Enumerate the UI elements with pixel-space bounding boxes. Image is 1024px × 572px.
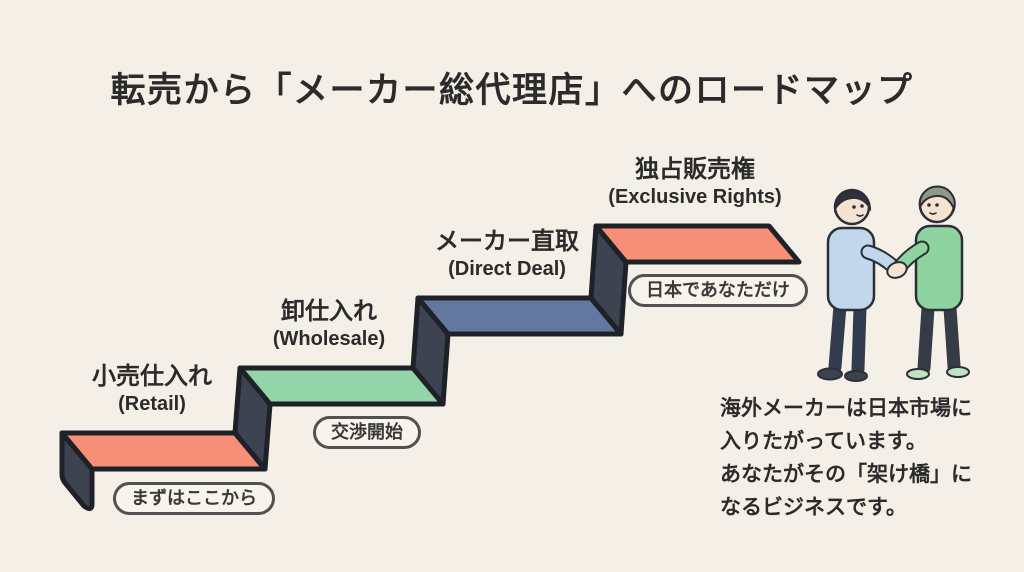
left-person-shirt [826,226,876,312]
step-2-label-jp: 卸仕入れ [281,298,377,325]
right-person-shoe-icon [906,368,930,380]
right-person-leg [943,301,961,373]
left-person [817,188,903,382]
left-person-eye [852,205,856,209]
step-4-tread [593,223,802,265]
handshake-illustration-icon [817,185,970,382]
step-3-tread [415,295,624,337]
right-person-eye [927,203,931,207]
right-person-leg [917,301,935,375]
right-person-shoe-icon [946,366,970,378]
note-line: あなたがその「架け橋」に [720,463,972,486]
right-person-mouth [929,212,937,215]
note-text: 海外メーカーは日本市場に 入りたがっています。 あなたがその「架け橋」に なるビ… [720,392,1000,524]
step-1-label-jp: 小売仕入れ [92,363,212,390]
step-2-label: 卸仕入れ (Wholesale) [217,297,441,353]
handshake-hands-icon [886,261,908,279]
step-1-label: 小売仕入れ (Retail) [40,362,264,418]
left-person-leg [851,301,867,376]
note-line: 海外メーカーは日本市場に [720,397,972,420]
step-2-tread [237,365,446,407]
step-4-badge: 日本であなただけ [628,274,808,307]
step-1-label-en: (Retail) [118,393,186,415]
step-2-label-en: (Wholesale) [272,328,386,350]
left-person-hair [833,190,872,213]
step-2-badge: 交渉開始 [313,416,421,449]
left-person-mouth [856,214,864,217]
step-4-label-en: (Exclusive Rights) [608,186,782,208]
page-title: 転売から「メーカー総代理店」へのロードマップ [110,71,914,110]
right-person [891,185,970,380]
right-person-shirt [914,224,964,312]
step-3-label: メーカー直取 (Direct Deal) [395,227,619,283]
left-person-shoe-icon [844,370,868,382]
step-3-label-en: (Direct Deal) [448,258,566,280]
note-line: 入りたがっています。 [720,430,927,453]
step-1-badge: まずはここから [113,482,275,515]
step-1-tread [59,430,268,472]
left-person-leg [828,299,847,374]
note-line: なるビジネスです。 [720,496,907,519]
left-person-shoe-icon [817,367,843,381]
step-3-label-jp: メーカー直取 [435,228,579,255]
step-4-label: 独占販売権 (Exclusive Rights) [570,155,820,211]
step-4-label-jp: 独占販売権 [635,156,755,183]
right-person-hair [918,185,956,212]
left-person-eye [860,204,864,208]
right-person-eye [935,203,939,207]
step-1-end-cap [59,430,95,512]
